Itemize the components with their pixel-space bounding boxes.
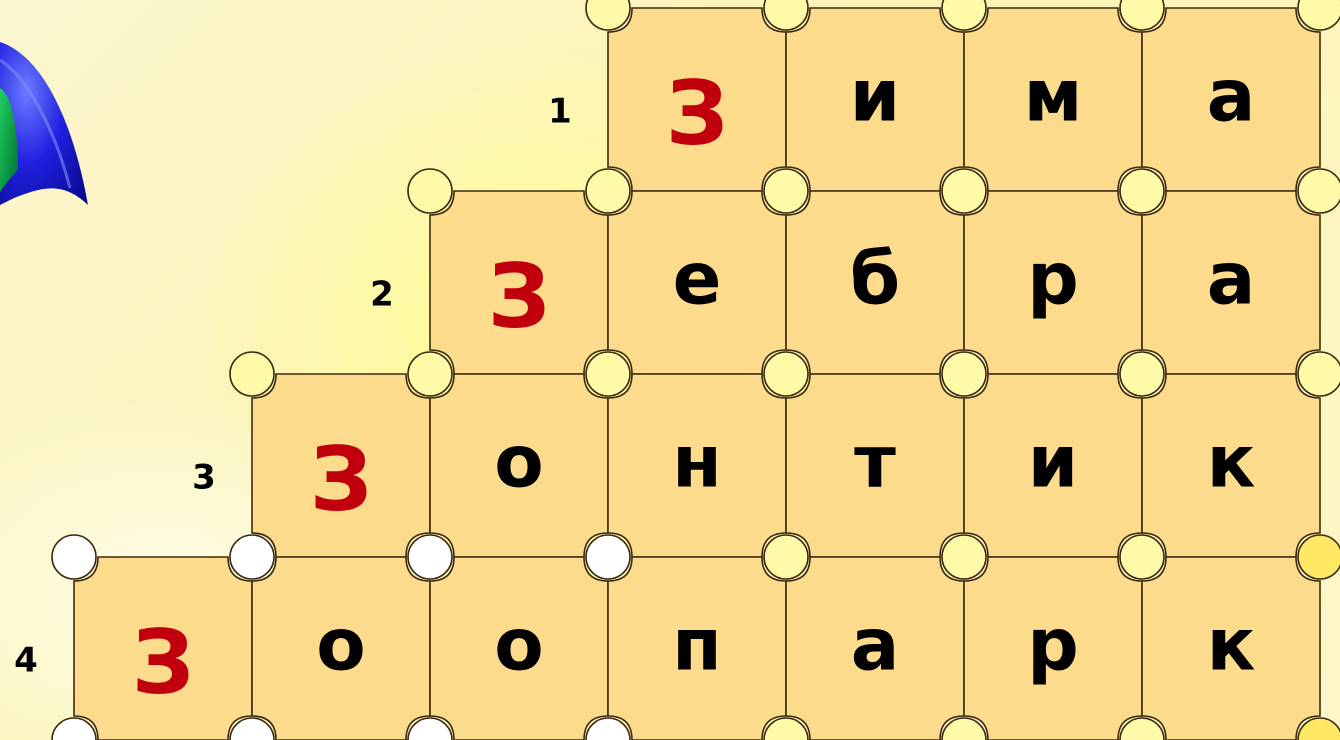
tile-connector [1120, 535, 1164, 579]
tile-connector [586, 169, 630, 213]
first-letter-row-3: З [310, 428, 373, 531]
first-letter-row-1: З [666, 62, 729, 165]
first-letter-row-2: З [488, 245, 551, 348]
tile-connector [586, 352, 630, 396]
tile-connector [586, 535, 630, 579]
tile-connector [764, 718, 808, 740]
tile-connector [52, 718, 96, 740]
letter-cell-r1-c2: и [850, 54, 900, 138]
letter-cell-r4-c4: п [672, 603, 722, 687]
tile-connector [764, 535, 808, 579]
tile-connector [1120, 169, 1164, 213]
tile-connector [408, 169, 452, 213]
tile-connector [586, 0, 630, 30]
tile-connector [1298, 169, 1340, 213]
tile-connector [942, 535, 986, 579]
letter-cell-r3-c4: т [854, 420, 896, 504]
tile-connector [586, 718, 630, 740]
tile-connector [230, 535, 274, 579]
letter-cell-r4-c5: а [851, 603, 900, 687]
umbrella-icon [0, 42, 88, 205]
row-number-3: 3 [192, 458, 216, 498]
tile-connector [764, 352, 808, 396]
tile-connector [1298, 352, 1340, 396]
first-letter-row-4: З [132, 611, 195, 714]
tile-connector [230, 718, 274, 740]
letter-cell-r2-c3: б [850, 237, 900, 321]
tile-connector [764, 0, 808, 30]
letter-cell-r4-c3: о [494, 603, 543, 687]
tile-connector [942, 169, 986, 213]
tile-connector [764, 169, 808, 213]
tile-connector [942, 352, 986, 396]
tile-connector [1120, 0, 1164, 30]
tile-connector [408, 352, 452, 396]
letter-cell-r2-c4: р [1027, 237, 1079, 321]
tile-connector [1298, 0, 1340, 30]
letter-cell-r3-c3: н [672, 420, 722, 504]
letter-cell-r4-c2: о [316, 603, 365, 687]
row-number-2: 2 [370, 275, 394, 315]
letter-cell-r2-c2: е [673, 237, 722, 321]
tile-connector [408, 718, 452, 740]
letter-cell-r2-c5: а [1207, 237, 1256, 321]
row-number-1: 1 [548, 92, 572, 132]
tile-connector [1120, 352, 1164, 396]
row-number-4: 4 [14, 641, 38, 681]
letter-cell-r3-c6: к [1207, 420, 1256, 504]
letter-cell-r4-c7: к [1207, 603, 1256, 687]
tile-connector [230, 352, 274, 396]
letter-cell-r3-c5: и [1028, 420, 1078, 504]
tile-connector [942, 718, 986, 740]
tile-connector [52, 535, 96, 579]
letter-cell-r4-c6: р [1027, 603, 1079, 687]
tile-connector [1120, 718, 1164, 740]
letter-cell-r1-c3: м [1024, 54, 1083, 138]
tile-connector [408, 535, 452, 579]
tile-connector [942, 0, 986, 30]
tile-connector [1298, 535, 1340, 579]
letter-cell-r3-c2: о [494, 420, 543, 504]
letter-cell-r1-c4: а [1207, 54, 1256, 138]
tile-connector [1298, 718, 1340, 740]
